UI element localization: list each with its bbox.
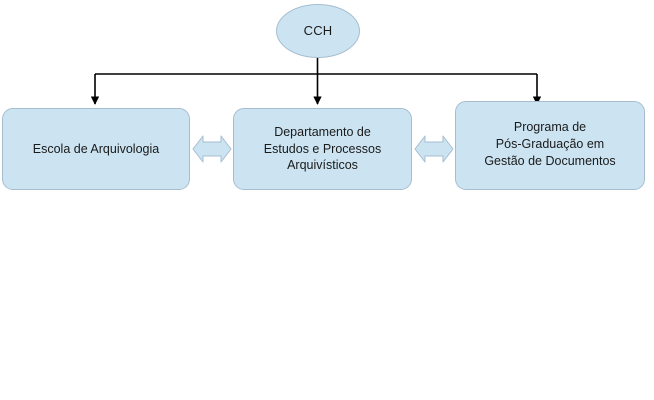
node-departamento-de-estudos-e-processos-arquivisticos[interactable]: Departamento de Estudos e Processos Arqu… <box>233 108 412 190</box>
node-programa-de-pos-graduacao-em-gestao-de-documentos[interactable]: Programa de Pós-Graduação em Gestão de D… <box>455 101 645 190</box>
bidirectional-arrow-departamento-programa <box>414 131 454 167</box>
bidirectional-arrow-escola-departamento <box>192 131 232 167</box>
node-escola-de-arquivologia-label: Escola de Arquivologia <box>32 141 160 156</box>
node-departamento-label: Departamento de Estudos e Processos Arqu… <box>263 124 382 173</box>
node-cch-label: CCH <box>303 22 333 38</box>
node-cch[interactable]: CCH <box>276 4 360 58</box>
node-programa-label: Programa de Pós-Graduação em Gestão de D… <box>484 120 616 168</box>
node-escola-de-arquivologia[interactable]: Escola de Arquivologia <box>2 108 190 190</box>
